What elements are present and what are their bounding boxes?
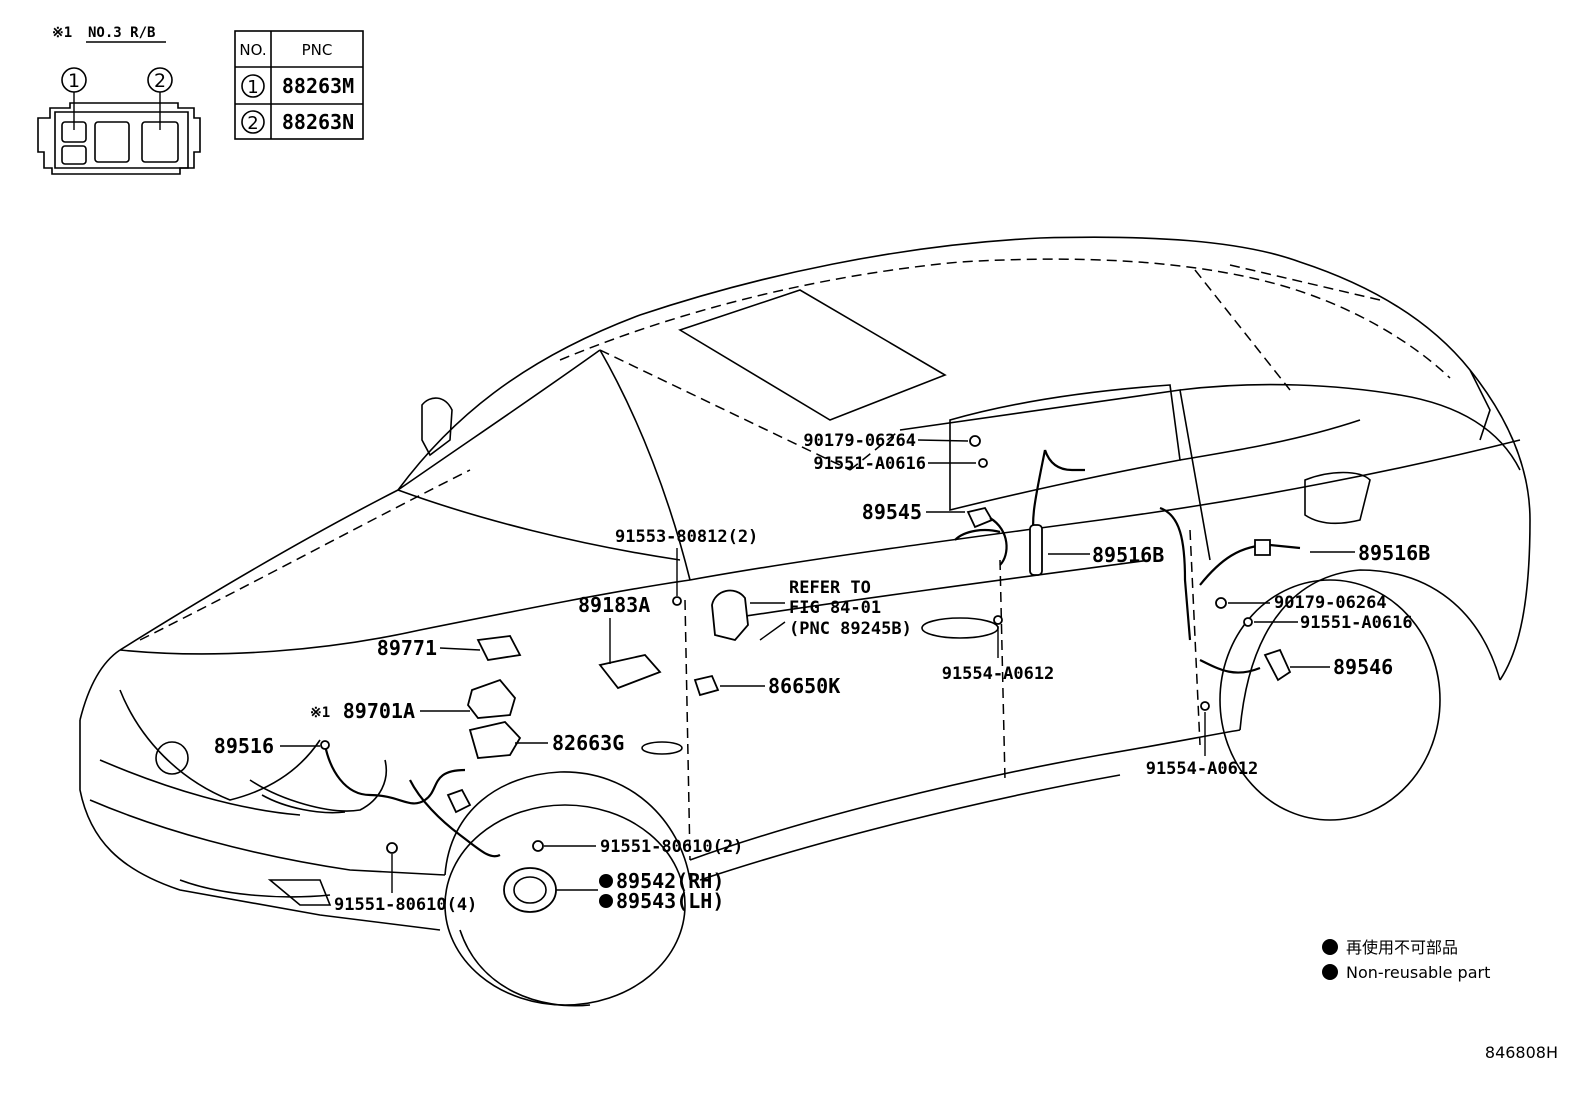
callout-89545: 89545	[862, 500, 922, 524]
pnc-table: NO. PNC 1 88263M 2 88263N	[234, 30, 364, 140]
callout-91551-80610-4: 91551-80610(4)	[334, 895, 477, 915]
non-reusable-dot-89543	[599, 894, 613, 908]
callout-89542-rh: 89542(RH)	[616, 869, 724, 893]
legend-item-jp: 再使用不可部品	[1346, 938, 1458, 957]
callout-89546: 89546	[1333, 655, 1393, 679]
car-body-outline	[79, 236, 1531, 1007]
callout-91551-80610-2: 91551-80610(2)	[600, 837, 743, 857]
pnc-table-row-1-pnc: 88263M	[282, 74, 354, 98]
callout-89771: 89771	[377, 636, 437, 660]
parts-shapes	[320, 435, 1301, 913]
legend-dot-jp	[1322, 939, 1338, 955]
callout-89516B-front: 89516B	[1092, 543, 1164, 567]
pnc-table-row-2-pnc: 88263N	[282, 110, 354, 134]
leader-lines	[280, 439, 1355, 893]
callout-90179-06264-upper: 90179-06264	[803, 431, 916, 451]
callout-89701A-mark: ※1	[310, 705, 330, 721]
callout-89543-lh: 89543(LH)	[616, 889, 724, 913]
callout-89516: 89516	[214, 734, 274, 758]
callout-82663G: 82663G	[552, 731, 624, 755]
pnc-table-header-pnc: PNC	[302, 41, 333, 59]
callout-refer-line-2: FIG 84-01	[789, 598, 881, 618]
legend: 再使用不可部品 Non-reusable part	[1322, 938, 1490, 982]
figure-id: 846808H	[1485, 1043, 1558, 1062]
legend-dot-en	[1322, 964, 1338, 980]
non-reusable-dot-89542	[599, 874, 613, 888]
callout-89516B-rear: 89516B	[1358, 541, 1430, 565]
inset-circle-1-label: 1	[68, 70, 80, 92]
inset-title: NO.3 R/B	[88, 25, 155, 41]
pnc-table-row-2-no: 2	[247, 113, 258, 134]
callout-86650K: 86650K	[768, 674, 840, 698]
relay-box-inset: ※1 NO.3 R/B 1 2	[37, 25, 201, 175]
pnc-table-row-1-no: 1	[247, 77, 258, 98]
callout-89701A: 89701A	[343, 699, 415, 723]
inset-note-mark: ※1	[52, 25, 72, 41]
legend-item-en: Non-reusable part	[1346, 963, 1490, 982]
callout-90179-06264-lower: 90179-06264	[1274, 593, 1387, 613]
pnc-table-header-no: NO.	[239, 41, 266, 59]
callout-91554-A0612-rear: 91554-A0612	[1146, 759, 1259, 779]
callout-91551-A0616-lower: 91551-A0616	[1300, 613, 1413, 633]
callout-89183A: 89183A	[578, 593, 650, 617]
callout-labels: 90179-06264 91551-A0616 89545 89516B 915…	[214, 431, 1430, 915]
callout-91553-80812: 91553-80812(2)	[615, 527, 758, 547]
callout-refer-line-1: REFER TO	[789, 578, 871, 598]
callout-91554-A0612-front: 91554-A0612	[942, 664, 1055, 684]
callout-91551-A0616-upper: 91551-A0616	[813, 454, 926, 474]
callout-refer-line-3: (PNC 89245B)	[789, 619, 912, 639]
inset-circle-2-label: 2	[154, 70, 166, 92]
